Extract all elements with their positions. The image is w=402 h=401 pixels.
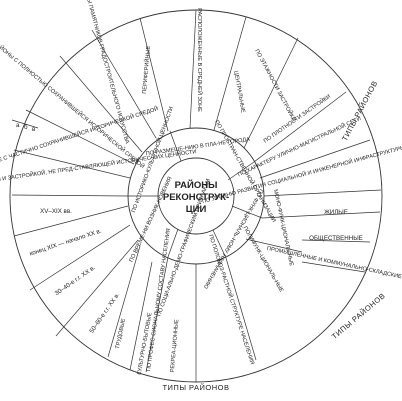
label-b: б bbox=[24, 124, 28, 131]
outer-15-19: XV–XIX вв. bbox=[40, 208, 72, 215]
outer-middle-zone: РАСПОЛОЖЕННЫЕ В СРЕДНЕЙ ЗОНЕ bbox=[196, 8, 204, 112]
outer-industrial: ПРОМЫШЛЕННЫЕ И КОММУНАЛЬНО-СКЛАДСКИЕ bbox=[266, 246, 402, 281]
outer-streets: ПО ХАРАКТЕРУ УЛИЧНО-МАГИСТРАЛЬНОЙ СЕТИ bbox=[236, 114, 362, 178]
label-a: а bbox=[16, 122, 20, 129]
types-label-top-right: ТИПЫ РАЙОНОВ bbox=[340, 79, 379, 142]
center-title-1: РАЙОНЫ bbox=[175, 179, 218, 191]
divider bbox=[11, 119, 39, 129]
divider bbox=[259, 139, 371, 179]
divider bbox=[245, 238, 303, 253]
outer-floors: ПО ЭТАЖНОСТИ ЗАСТРОЙКИ bbox=[253, 47, 298, 122]
types-label-bottom: ТИПЫ РАЙОНОВ bbox=[162, 383, 229, 392]
outer-poly: ПОЛИФУНК-ЦИОНАЛЬ-НЫЕ bbox=[242, 226, 285, 294]
divider bbox=[301, 239, 371, 243]
divider bbox=[243, 37, 299, 149]
divider bbox=[139, 17, 169, 132]
divider bbox=[253, 91, 347, 163]
divider bbox=[55, 239, 139, 337]
divider bbox=[25, 109, 135, 165]
outer-central: ЦЕНТРАЛЬНЫЕ bbox=[232, 70, 245, 113]
center-title-2: РЕКОНСТРУК- bbox=[163, 192, 229, 203]
divider bbox=[13, 205, 129, 237]
outer-public: ОБЩЕСТВЕННЫЕ bbox=[309, 235, 363, 242]
divider bbox=[301, 261, 366, 273]
divider bbox=[227, 161, 255, 181]
outer-recreation: РЕКРЕА-ЦИОННЫЕ bbox=[170, 319, 181, 373]
divider bbox=[11, 194, 129, 197]
divider bbox=[263, 189, 382, 197]
divider bbox=[231, 205, 263, 219]
divider bbox=[167, 228, 179, 258]
divider bbox=[212, 229, 227, 259]
outer-labour: ТРУДОВЫЕ bbox=[115, 318, 127, 350]
outer-peripheral: ПЕРИФЕРИЙНЫЕ bbox=[140, 45, 152, 94]
outer-19-20: конец XIX — начало XX в. bbox=[29, 228, 103, 258]
divider bbox=[213, 16, 247, 131]
divider bbox=[189, 9, 197, 129]
divider bbox=[91, 29, 157, 139]
label-v: в bbox=[32, 126, 36, 133]
divider bbox=[225, 257, 257, 361]
center-title-3: ЦИИ bbox=[186, 204, 207, 215]
outer-30-40: 30–40-е г.г. XX в. bbox=[54, 264, 97, 297]
outer-housing: ЖИЛЫЕ bbox=[324, 209, 348, 216]
divider bbox=[13, 149, 131, 179]
divider bbox=[261, 211, 381, 219]
divider bbox=[107, 245, 141, 358]
divider bbox=[29, 224, 131, 291]
outer-age-sex: ПО ПОЛОВОЗ-РАСТНОЙ СТРУКТУРЕ НАСЕЛЕНИЯ bbox=[207, 233, 257, 365]
divider bbox=[169, 130, 182, 162]
divider bbox=[129, 261, 153, 371]
divider bbox=[145, 256, 169, 373]
divider bbox=[59, 55, 143, 153]
